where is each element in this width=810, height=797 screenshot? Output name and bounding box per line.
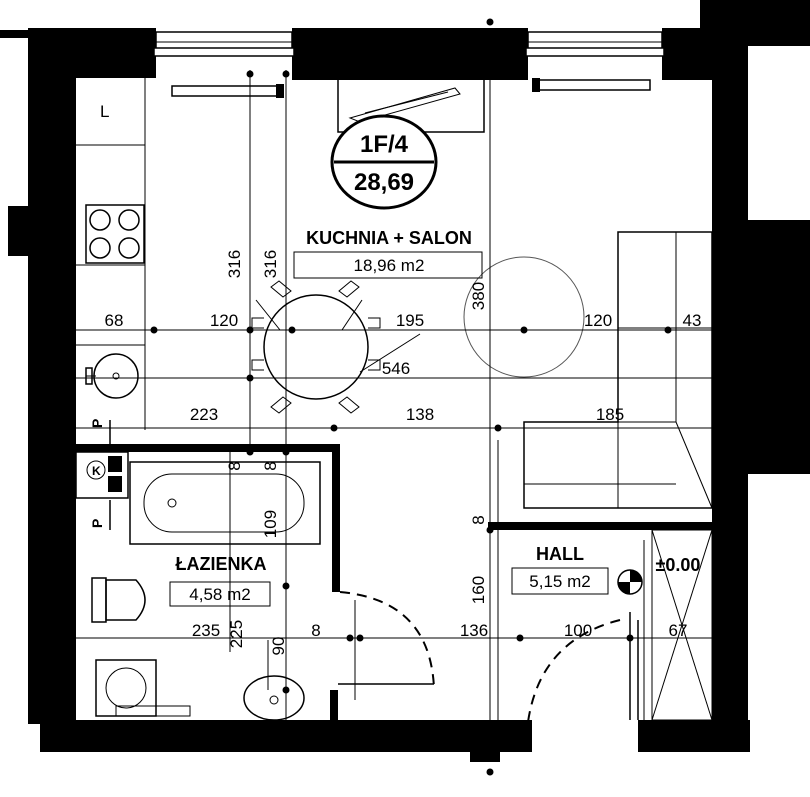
installation-shaft xyxy=(75,420,129,530)
wardrobe xyxy=(643,529,713,721)
entrance-door xyxy=(527,612,639,723)
kitchen-counter xyxy=(76,78,146,430)
room-area-kitchen-living: 18,96 m2 xyxy=(354,256,425,275)
dim-row-middle-2: 138 xyxy=(406,405,434,424)
dim-row-lower-3: 8 xyxy=(311,621,320,640)
dim-row-upper-4: 120 xyxy=(584,311,612,330)
unit-badge xyxy=(330,114,438,210)
outer-walls xyxy=(0,0,810,762)
stove-icon xyxy=(85,204,145,264)
dining-table xyxy=(251,280,381,414)
room-area-hall: 5,15 m2 xyxy=(529,572,590,591)
dimension-lines xyxy=(76,70,712,730)
sink-icon xyxy=(85,353,139,399)
installation-mark-k: K xyxy=(92,464,101,478)
dim-row-lower-4: 136 xyxy=(460,621,488,640)
room-area-bathroom: 4,58 m2 xyxy=(189,585,250,604)
dim-row-lower-2: 90 xyxy=(269,637,288,656)
bathtub xyxy=(129,461,321,545)
dimension-ticks xyxy=(150,18,672,776)
dim-vertical-1: 316 xyxy=(225,250,244,278)
dim-vertical-4: 109 xyxy=(261,510,280,538)
dim-vertical-8: 8 xyxy=(261,461,280,470)
dim-row-lower-1: 235 xyxy=(192,621,220,640)
window-right xyxy=(525,31,665,57)
dim-row-upper-3: 195 xyxy=(396,311,424,330)
window-left xyxy=(153,31,295,57)
dim-vertical-7: 8 xyxy=(225,461,244,470)
washbasin-icon xyxy=(243,675,305,721)
washing-machine-icon xyxy=(95,659,191,717)
dim-row-upper-2: 120 xyxy=(210,311,238,330)
radiator-left xyxy=(171,84,284,98)
dim-row-lower-6: 67 xyxy=(669,621,688,640)
dim-row-lower-5: 100 xyxy=(564,621,592,640)
dim-vertical-2: 316 xyxy=(261,250,280,278)
bathroom-door xyxy=(338,591,435,689)
installation-mark-p-upper: P xyxy=(89,419,105,428)
sofa xyxy=(523,231,713,509)
unit-total-area: 28,69 xyxy=(354,169,414,196)
dim-row-upper-1: 68 xyxy=(105,311,124,330)
dim-vertical-9: 8 xyxy=(469,515,488,524)
kitchen-marker: L xyxy=(100,102,109,121)
turning-circle xyxy=(463,256,585,378)
room-name-kitchen-living: KUCHNIA + SALON xyxy=(306,228,472,248)
room-area-box-hall xyxy=(511,567,609,595)
level-marker-icon xyxy=(617,569,643,595)
dim-row-middle-1: 223 xyxy=(190,405,218,424)
level-mark-text: ±0.00 xyxy=(656,555,701,575)
room-area-box-kitchen-living xyxy=(293,251,483,279)
dim-row-middle-3: 185 xyxy=(596,405,624,424)
dim-table-diagonal: 546 xyxy=(382,359,410,378)
unit-id: 1F/4 xyxy=(360,131,409,158)
toilet-icon xyxy=(91,577,146,623)
dim-vertical-5: 160 xyxy=(469,576,488,604)
dim-row-upper-5: 43 xyxy=(683,311,702,330)
radiator-right xyxy=(532,78,651,92)
dim-vertical-3: 380 xyxy=(469,282,488,310)
dim-vertical-6: 225 xyxy=(227,620,246,648)
room-area-box-bathroom xyxy=(169,581,271,607)
room-name-bathroom: ŁAZIENKA xyxy=(176,554,267,574)
bathroom-walls xyxy=(76,444,712,722)
room-name-hall: HALL xyxy=(536,544,584,564)
installation-mark-p-lower: P xyxy=(89,519,105,528)
